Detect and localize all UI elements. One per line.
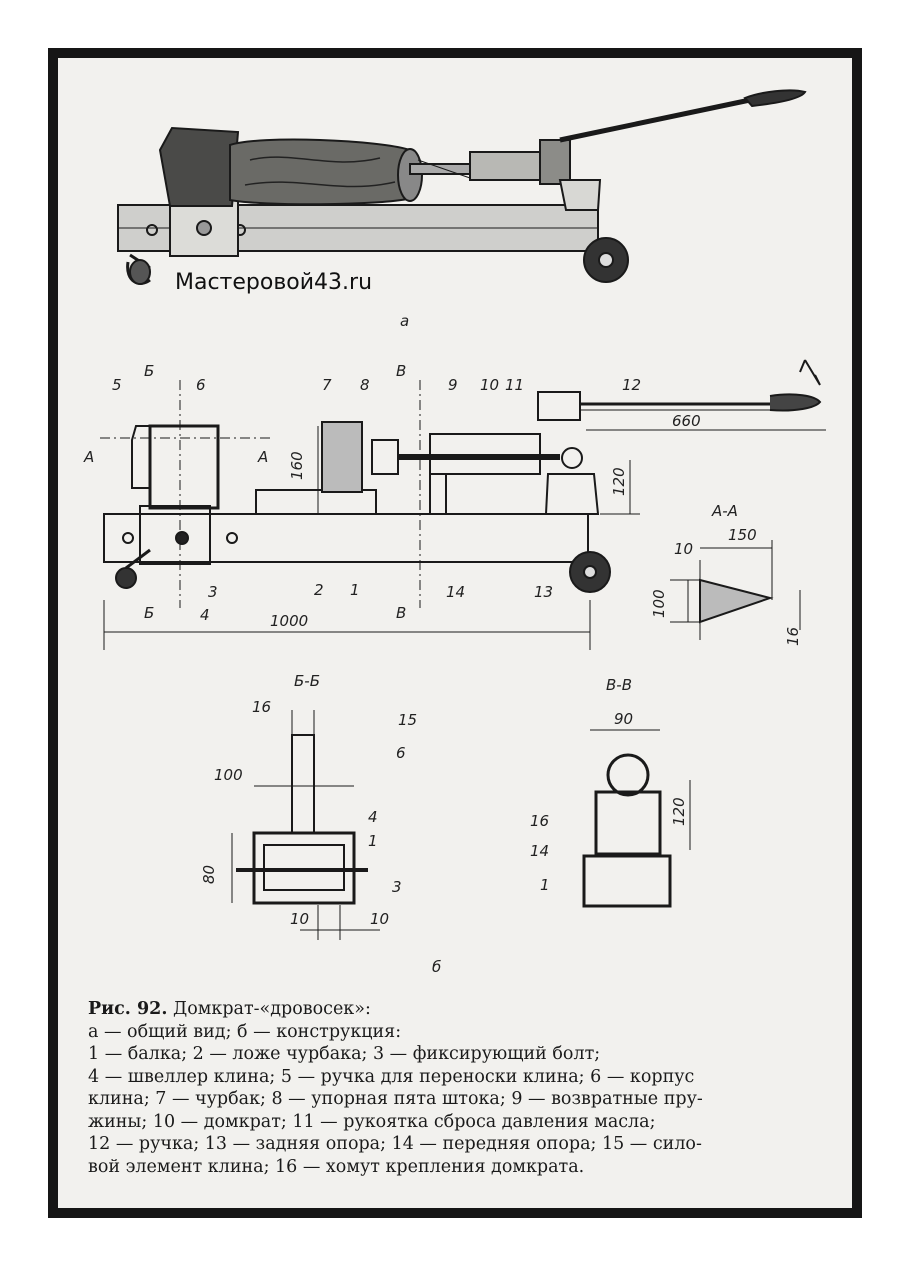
section-mark-a-right: А bbox=[257, 448, 268, 466]
dim-bb-top: 16 bbox=[252, 698, 271, 716]
part-number-5: 5 bbox=[112, 376, 122, 394]
part-number-3-bb: 3 bbox=[392, 878, 402, 896]
caption-line: жины; 10 — домкрат; 11 — рукоятка сброса… bbox=[88, 1111, 656, 1132]
part-number-12: 12 bbox=[622, 376, 641, 394]
part-number-14-vv: 14 bbox=[530, 842, 549, 860]
side-view-drawing bbox=[100, 380, 826, 650]
section-title-bb: Б-Б bbox=[294, 672, 320, 690]
watermark-text: Мастеровой43.ru bbox=[175, 270, 372, 295]
dim-aa-height: 100 bbox=[650, 589, 668, 618]
dim-bb-width: 100 bbox=[214, 766, 243, 784]
dim-bb-left: 10 bbox=[290, 910, 309, 928]
dim-bb-height: 80 bbox=[200, 865, 218, 884]
part-number-8: 8 bbox=[360, 376, 370, 394]
part-number-15: 15 bbox=[398, 711, 417, 729]
part-number-2: 2 bbox=[314, 581, 324, 599]
part-number-14: 14 bbox=[446, 583, 465, 601]
section-aa-drawing bbox=[670, 540, 801, 640]
double-arrow-icon bbox=[799, 359, 821, 386]
part-number-6: 6 bbox=[196, 376, 206, 394]
dim-log-bed-height: 160 bbox=[288, 451, 306, 480]
part-number-16: 16 bbox=[530, 812, 549, 830]
dim-aa-tip: 10 bbox=[674, 540, 693, 558]
part-number-3: 3 bbox=[208, 583, 218, 601]
section-vv-drawing bbox=[582, 729, 691, 908]
caption-line: вой элемент клина; 16 — хомут крепления … bbox=[88, 1156, 585, 1177]
part-number-7: 7 bbox=[322, 376, 332, 394]
dim-rear-support: 120 bbox=[610, 467, 628, 496]
part-number-1-vv: 1 bbox=[540, 876, 550, 894]
caption-line: 12 — ручка; 13 — задняя опора; 14 — пере… bbox=[88, 1134, 702, 1154]
part-number-4-bb: 4 bbox=[368, 808, 378, 826]
dim-bb-right: 10 bbox=[370, 910, 389, 928]
figure-caption: Рис. 92. Домкрат-«дровосек»: а — общий в… bbox=[88, 998, 828, 1178]
part-number-1-bb: 1 bbox=[368, 832, 378, 850]
part-number-13: 13 bbox=[534, 583, 553, 601]
section-title-vv: В-В bbox=[606, 676, 632, 694]
dim-vv-width: 90 bbox=[614, 710, 633, 728]
section-bb-drawing bbox=[231, 710, 380, 940]
dim-length-total: 1000 bbox=[270, 612, 308, 630]
caption-line: 1 — балка; 2 — ложе чурбака; 3 — фиксиру… bbox=[88, 1044, 601, 1064]
part-number-4: 4 bbox=[200, 606, 210, 624]
caption-line: клина; 7 — чурбак; 8 — упорная пята шток… bbox=[88, 1089, 703, 1109]
section-mark-a-left: А bbox=[83, 448, 94, 466]
subfigure-label-a: а bbox=[400, 312, 409, 330]
part-number-6-bb: 6 bbox=[396, 744, 406, 762]
section-mark-v-top: В bbox=[396, 362, 406, 380]
part-number-10: 10 bbox=[480, 376, 499, 394]
dim-aa-width: 150 bbox=[728, 526, 757, 544]
section-mark-b-bottom: Б bbox=[144, 604, 154, 622]
caption-title: Домкрат-«дровосек»: bbox=[167, 999, 371, 1019]
dim-aa-thickness: 16 bbox=[784, 627, 802, 646]
part-number-9: 9 bbox=[448, 376, 458, 394]
caption-figure-number: Рис. 92. bbox=[88, 999, 168, 1019]
section-mark-v-bottom: В bbox=[396, 604, 406, 622]
general-view-illustration bbox=[117, 89, 807, 285]
part-number-11: 11 bbox=[505, 376, 524, 394]
subfigure-label-b: б bbox=[432, 958, 441, 976]
dim-handle: 660 bbox=[672, 412, 701, 430]
part-number-1: 1 bbox=[350, 581, 360, 599]
caption-line: 4 — швеллер клина; 5 — ручка для перенос… bbox=[88, 1066, 695, 1087]
caption-line: а — общий вид; б — конструкция: bbox=[88, 1021, 402, 1042]
section-title-aa: А-А bbox=[711, 502, 738, 520]
dim-vv-height: 120 bbox=[670, 797, 688, 826]
section-mark-b-top: Б bbox=[144, 362, 154, 380]
